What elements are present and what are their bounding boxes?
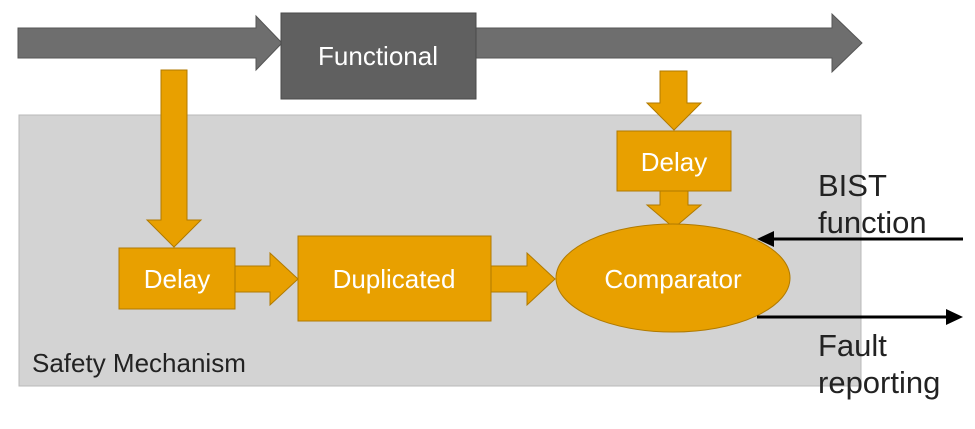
delay-left-label: Delay bbox=[144, 264, 210, 294]
delay-top-label: Delay bbox=[641, 147, 707, 177]
fault-arrowhead bbox=[946, 309, 963, 325]
comparator-ellipse bbox=[555, 223, 791, 333]
functional-block bbox=[280, 12, 477, 100]
tap-down-arrow-left bbox=[145, 69, 203, 248]
fault-label-line2: reporting bbox=[818, 365, 941, 400]
bist-label-line1: BIST bbox=[818, 168, 887, 203]
functional-output-arrow bbox=[475, 12, 863, 74]
functional-label: Functional bbox=[318, 41, 438, 71]
delay-to-duplicated-arrow bbox=[234, 251, 299, 307]
duplicated-to-comparator-arrow bbox=[490, 251, 556, 307]
fault-label-line1: Fault bbox=[818, 328, 887, 363]
functional-input-arrow bbox=[17, 14, 283, 72]
comparator-label: Comparator bbox=[604, 264, 742, 294]
bist-arrowhead bbox=[757, 231, 774, 247]
duplicated-block bbox=[297, 235, 492, 322]
tap-down-arrow-right bbox=[645, 70, 703, 131]
duplicated-label: Duplicated bbox=[333, 264, 456, 294]
delay-to-comparator-arrow bbox=[645, 190, 703, 229]
safety-mechanism-label: Safety Mechanism bbox=[32, 348, 246, 378]
delay-block-top bbox=[616, 130, 732, 192]
bist-label-line2: function bbox=[818, 205, 927, 240]
